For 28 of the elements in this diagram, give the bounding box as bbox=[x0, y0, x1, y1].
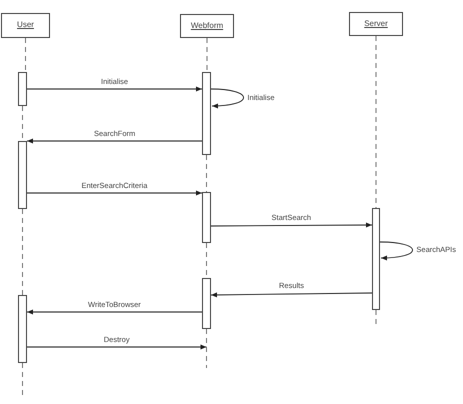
message-arrow bbox=[26, 138, 202, 144]
self-message-arrow bbox=[380, 242, 413, 260]
activation-bar bbox=[202, 192, 211, 243]
message-arrow bbox=[26, 190, 202, 196]
message-arrow bbox=[210, 292, 372, 298]
participant-box bbox=[1, 13, 50, 38]
lifeline bbox=[206, 328, 207, 368]
lifeline bbox=[25, 38, 26, 72]
lifeline bbox=[22, 208, 23, 296]
activation-bar bbox=[18, 72, 27, 106]
activation-bar bbox=[18, 141, 27, 209]
participant-name: Webform bbox=[190, 22, 224, 30]
message-arrow bbox=[210, 222, 372, 228]
participant-box bbox=[180, 14, 234, 38]
activation-bar bbox=[202, 278, 211, 329]
activation-bar bbox=[202, 72, 211, 155]
participant-name: User bbox=[17, 21, 34, 30]
lifeline bbox=[22, 362, 23, 396]
self-message-arrow bbox=[210, 88, 244, 108]
activation-bar bbox=[18, 295, 27, 363]
participant-box bbox=[349, 12, 403, 36]
participant-name: Server bbox=[364, 20, 388, 28]
lifeline bbox=[206, 38, 208, 72]
message-arrow bbox=[26, 344, 207, 350]
message-arrow bbox=[26, 310, 202, 314]
activation-bar bbox=[372, 208, 380, 310]
message-arrow bbox=[26, 86, 202, 92]
lifeline bbox=[206, 154, 207, 192]
